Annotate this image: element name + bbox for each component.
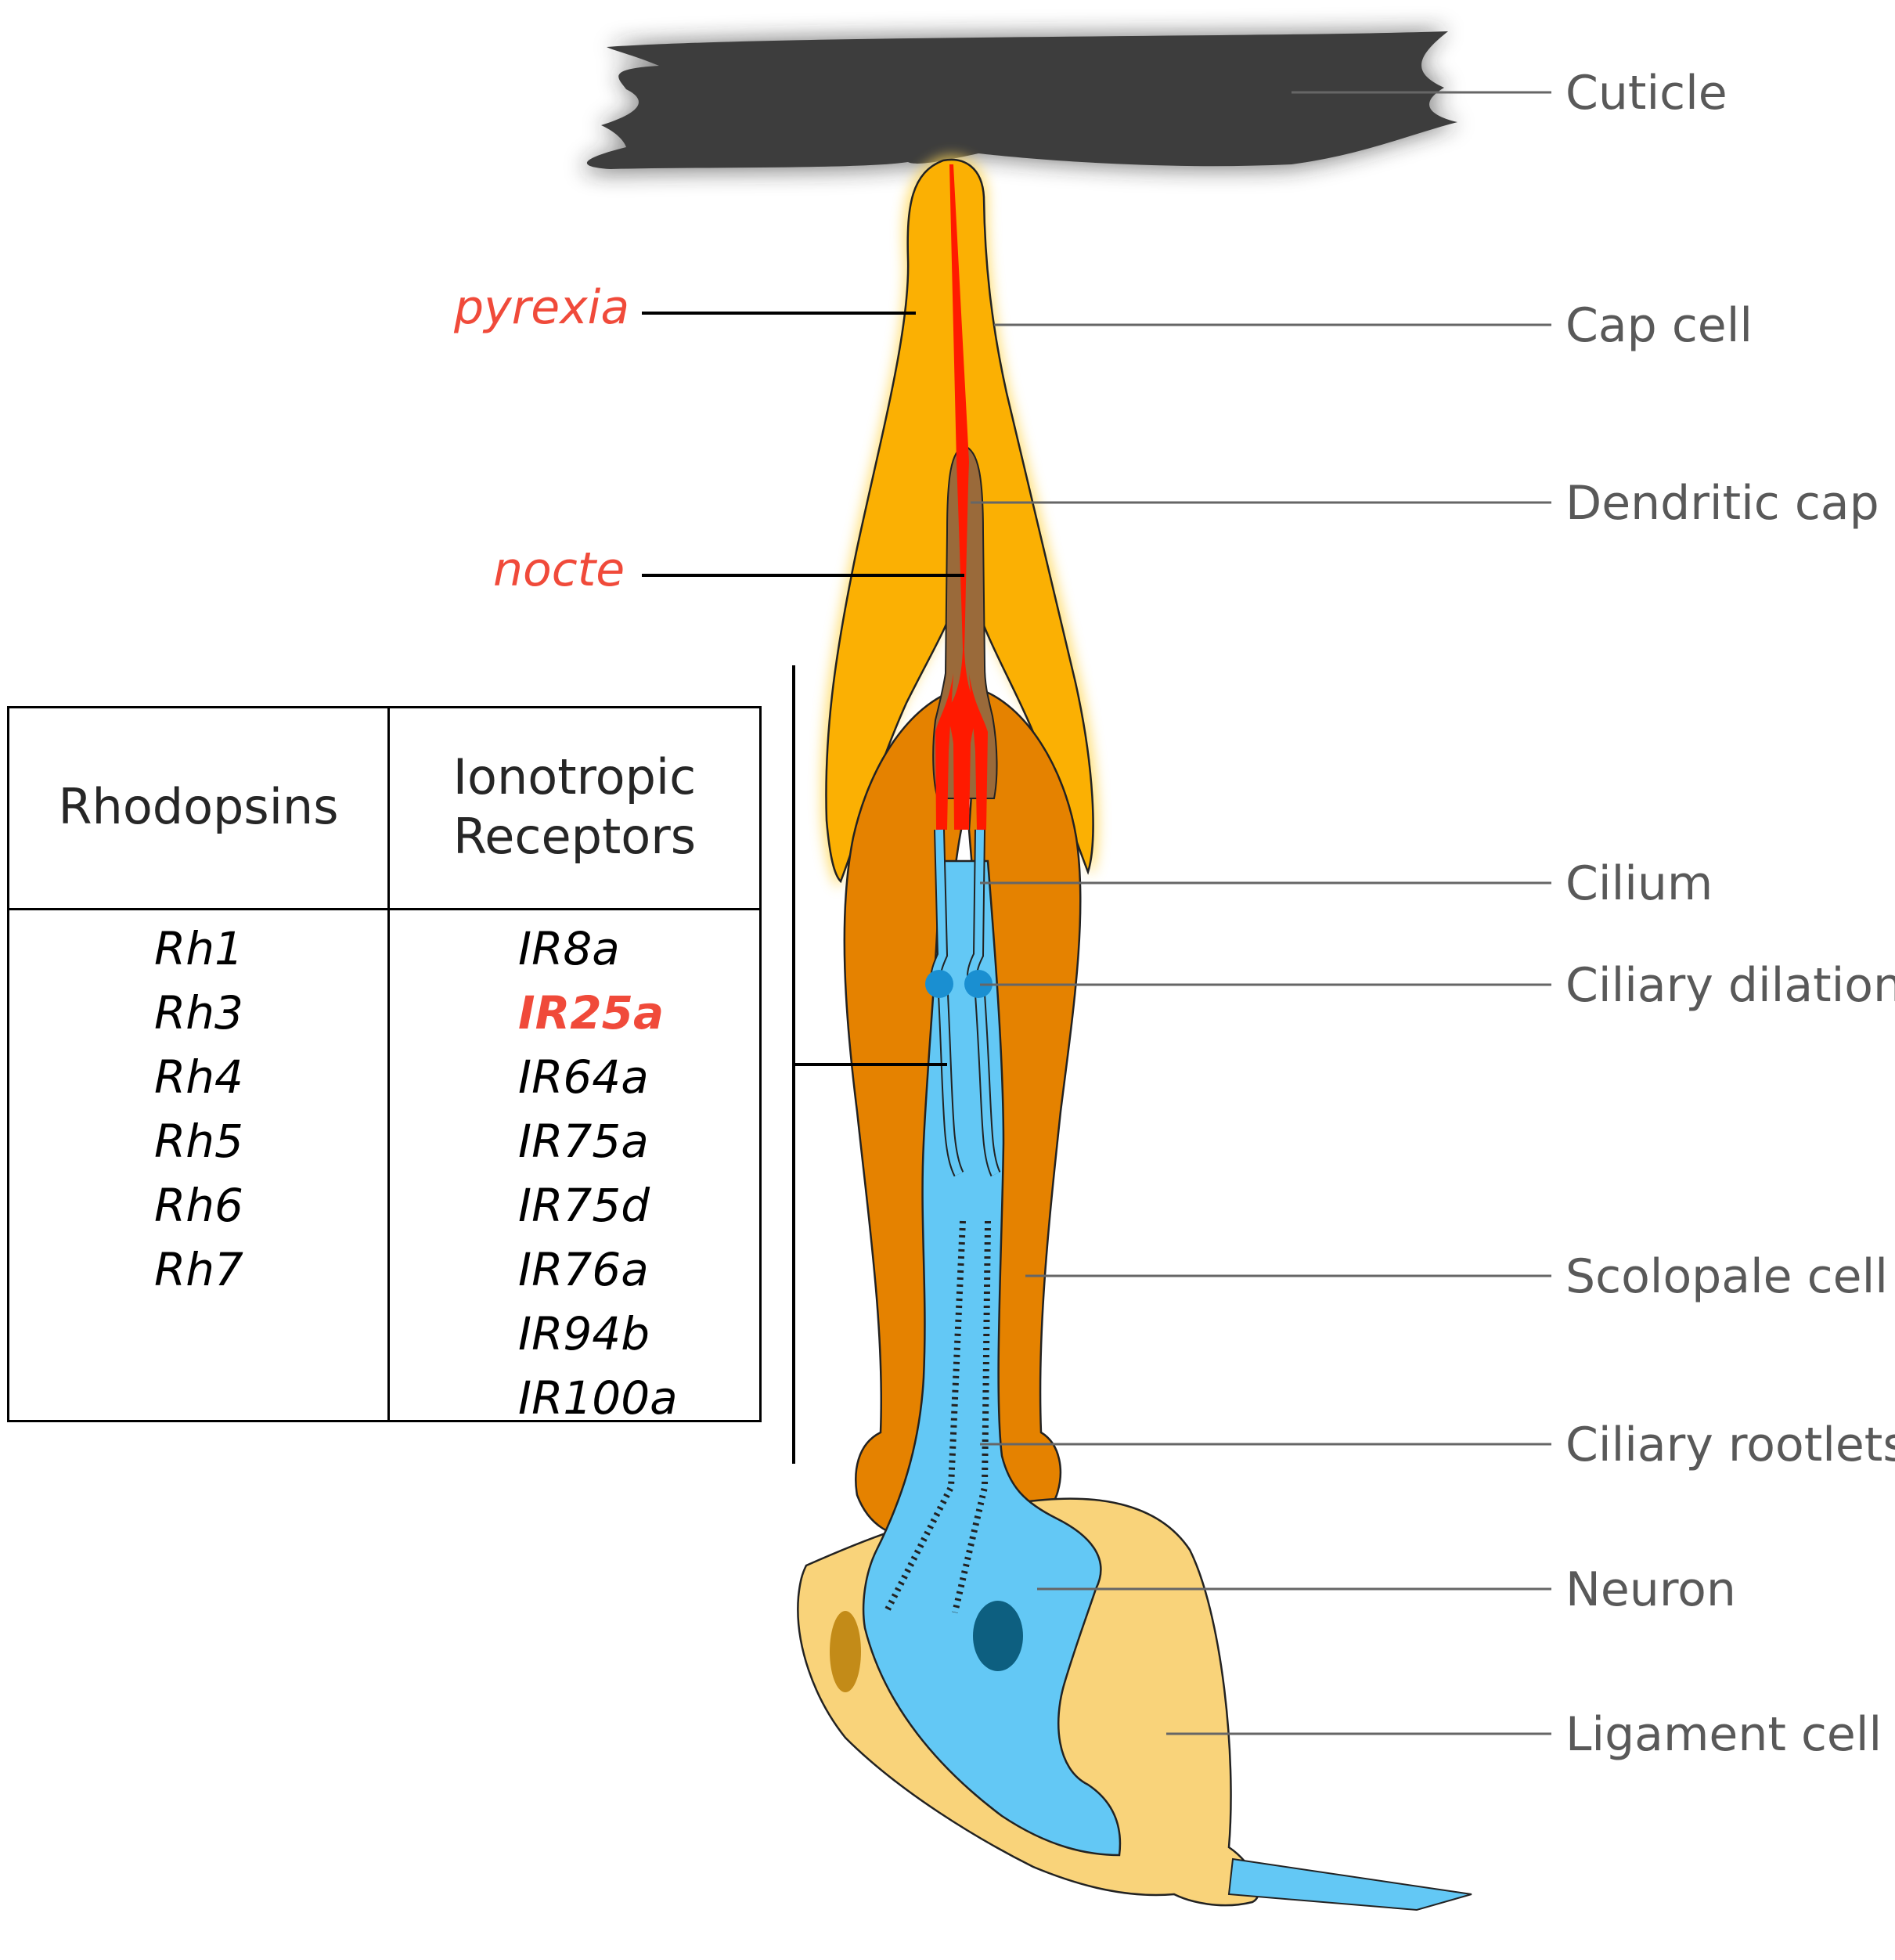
rhodopsin-item: Rh7 (154, 1243, 243, 1296)
ciliary-rootlets-label: Ciliary rootlets (1565, 1418, 1895, 1472)
rhodopsin-item: Rh4 (154, 1050, 243, 1104)
rhodopsin-item: Rh5 (154, 1115, 243, 1168)
receptor-item: IR100a (518, 1371, 678, 1425)
cilium-label: Cilium (1565, 856, 1713, 911)
label-leaders (971, 91, 1551, 1735)
receptor-item: IR8a (518, 922, 620, 975)
ligament-cell-label: Ligament cell (1565, 1707, 1882, 1762)
table-header-divider (9, 908, 759, 910)
rhodopsin-item: Rh3 (154, 986, 243, 1039)
neuron-shape (830, 859, 1472, 1911)
scolopale-cell-label: Scolopale cell (1565, 1249, 1888, 1304)
table-column-divider (387, 708, 390, 1420)
ionotropic-header-line1: Ionotropic (452, 748, 697, 805)
receptor-item: IR75a (518, 1115, 649, 1168)
receptor-item: IR64a (518, 1050, 649, 1104)
receptor-item: IR75d (518, 1179, 650, 1232)
cuticle-label: Cuticle (1565, 66, 1727, 121)
cilium-shape (883, 829, 1001, 1614)
rhodopsins-header: Rhodopsins (58, 778, 339, 835)
nocte-label: nocte (493, 542, 625, 597)
ionotropic-header-line2: Receptors (452, 808, 697, 865)
receptor-item: IR94b (518, 1307, 650, 1360)
dendritic-cap-label: Dendritic cap (1565, 476, 1879, 531)
ciliary-dilation-marker (925, 970, 953, 998)
rhodopsin-item: Rh1 (154, 922, 243, 975)
receptor-item: IR25a (518, 986, 665, 1039)
pyrexia-label: pyrexia (454, 280, 630, 335)
cap-cell-label: Cap cell (1565, 298, 1753, 353)
dendritic-red-shape (935, 164, 988, 830)
receptor-item: IR76a (518, 1243, 649, 1296)
ciliary-dilation-label: Ciliary dilation (1565, 958, 1895, 1013)
ciliary-rootlets-left (883, 1220, 966, 1614)
ir-bracket (792, 665, 947, 1464)
cuticle-shape (583, 30, 1460, 174)
neuron-label: Neuron (1565, 1562, 1736, 1617)
rhodopsin-item: Rh6 (154, 1179, 243, 1232)
